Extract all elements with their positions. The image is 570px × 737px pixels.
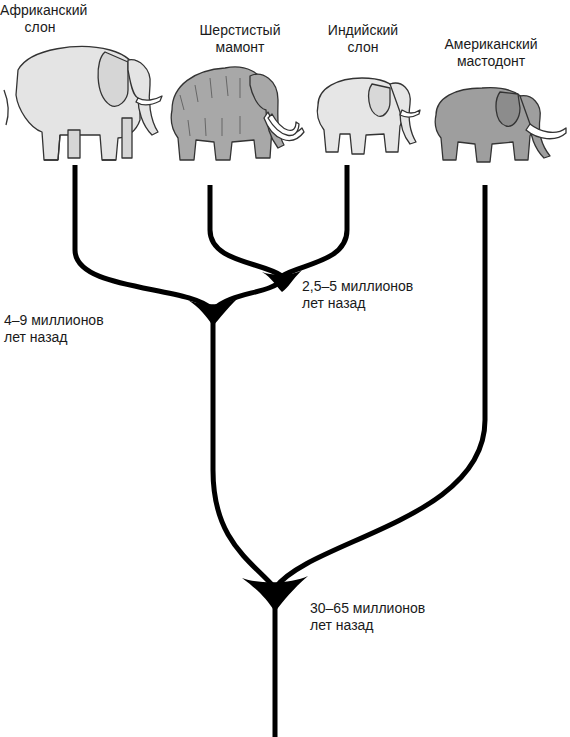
divergence-time: 4–9 миллионов лет назад xyxy=(4,312,114,346)
branch-junctions xyxy=(188,270,308,612)
divergence-time: 30–65 миллионов лет назад xyxy=(310,600,430,634)
species-name: Шерстистый мамонт xyxy=(192,22,288,56)
species-name: Американский мастодонт xyxy=(428,36,554,70)
tree-branches xyxy=(75,165,485,737)
african-elephant xyxy=(4,47,162,160)
indian-elephant xyxy=(317,78,420,154)
woolly-mammoth xyxy=(171,67,304,160)
american-mastodon xyxy=(435,88,566,162)
species-name: Африканский слон xyxy=(0,2,80,36)
divergence-time: 2,5–5 миллионов лет назад xyxy=(302,278,420,312)
species-name: Индийский слон xyxy=(320,22,406,56)
